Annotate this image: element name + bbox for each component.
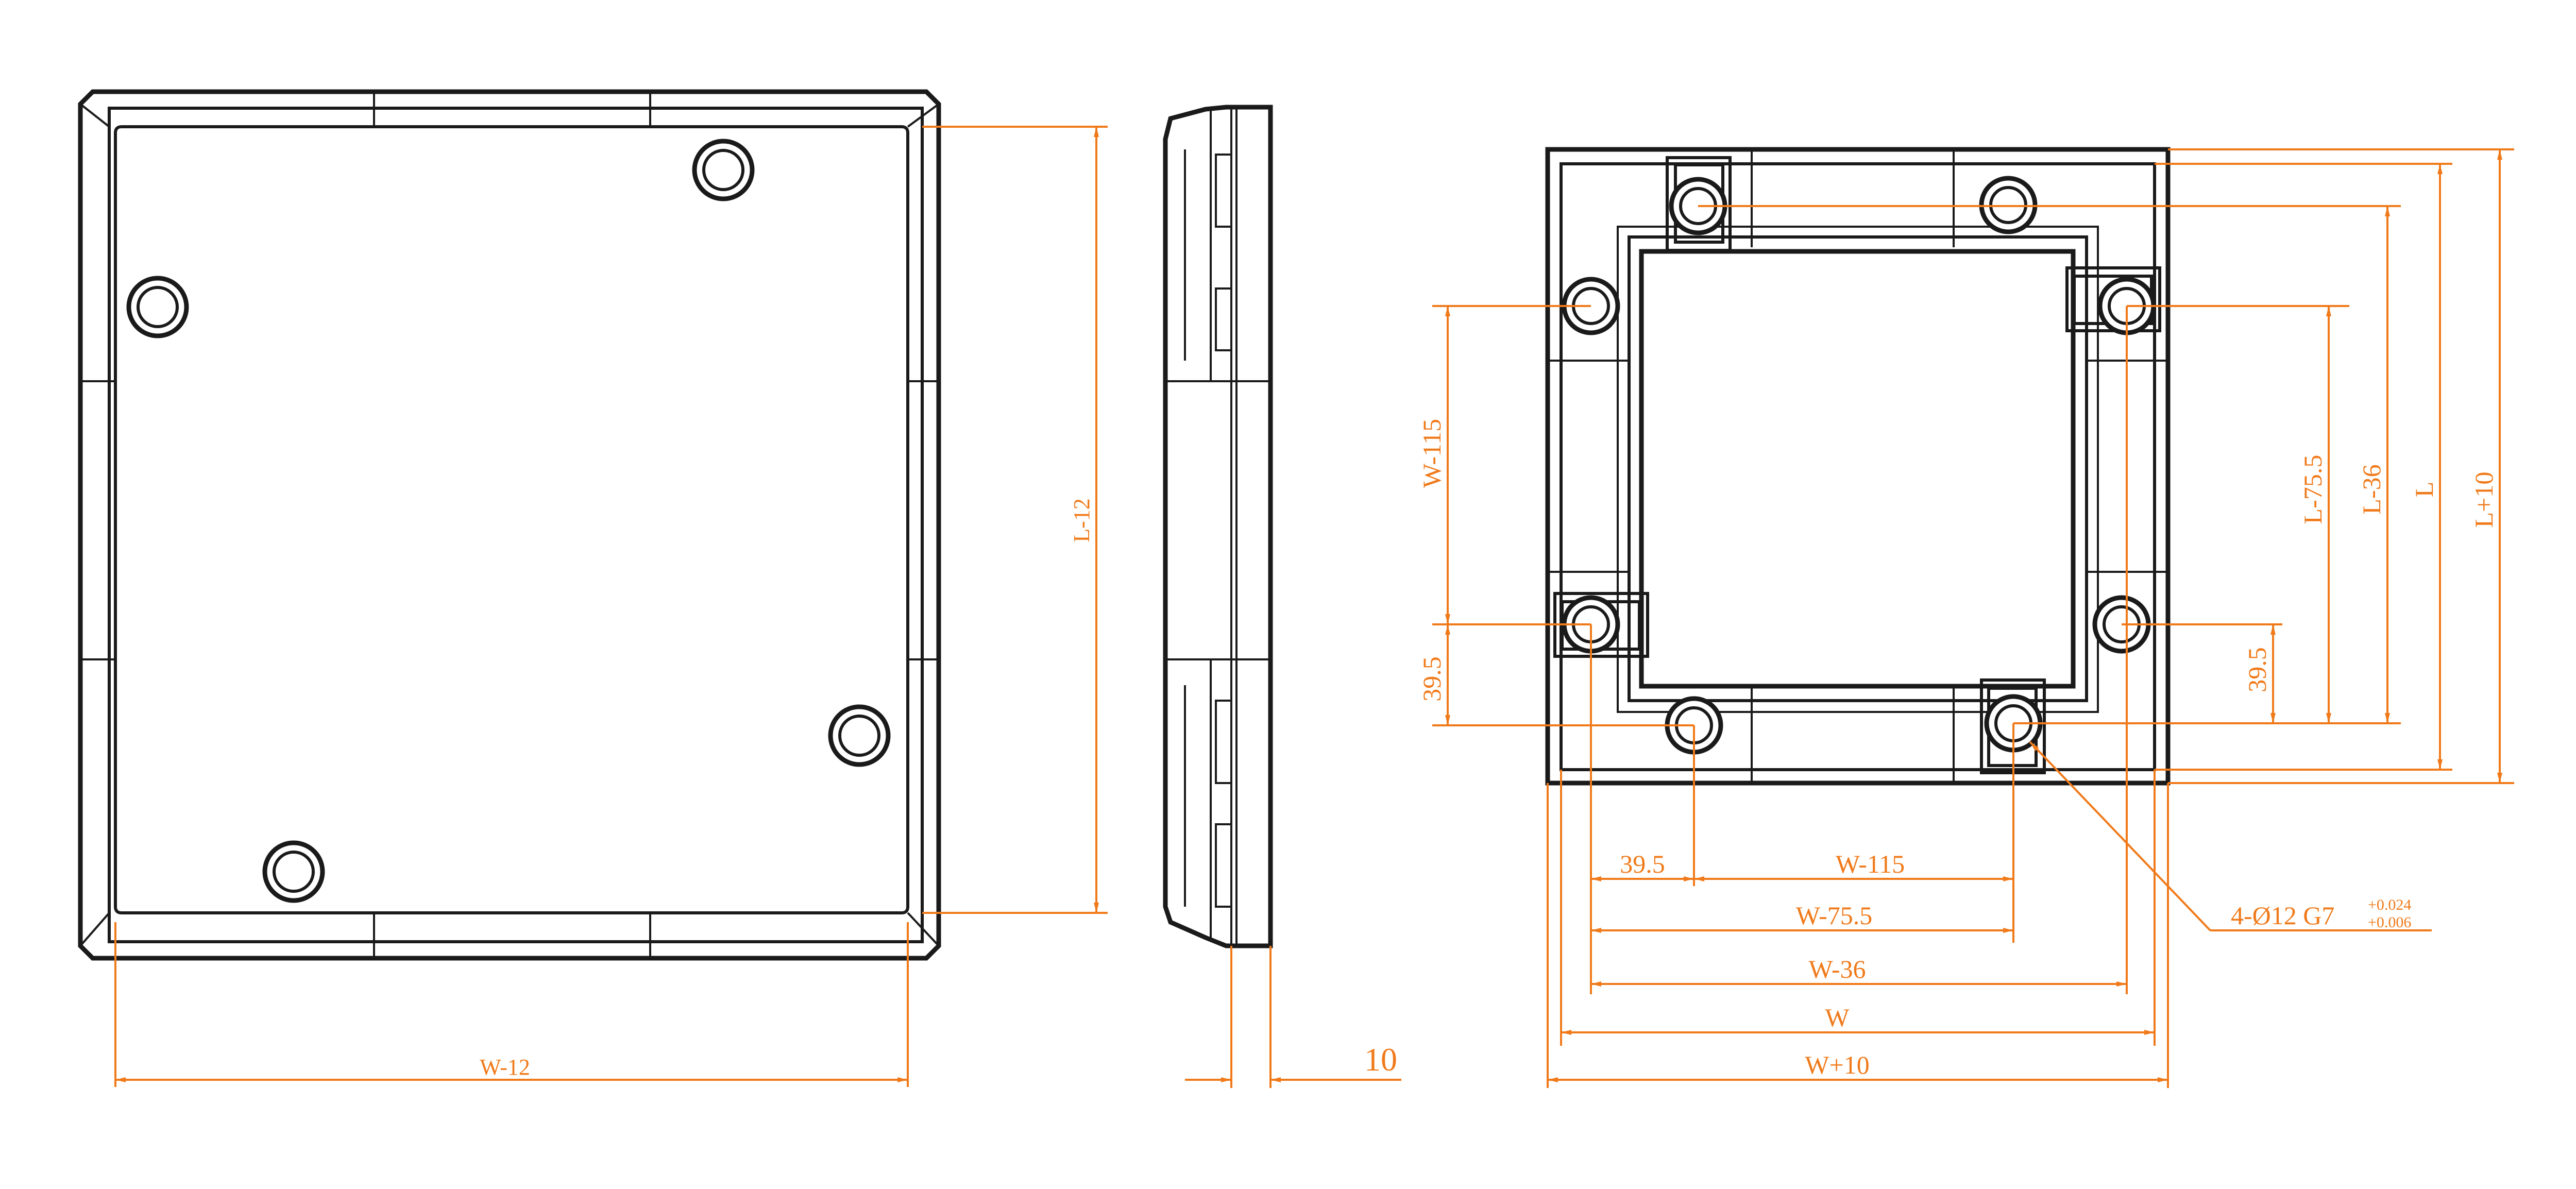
back-step-frame xyxy=(1628,235,2088,702)
back-center-window xyxy=(1639,249,2076,689)
back-right-dimensions: 39.5 L-75.5 L-36 L L+10 xyxy=(2243,149,2502,783)
hole-callout-main: 4-Ø12 G7 xyxy=(2231,901,2334,930)
back-inner-frame xyxy=(1560,162,2156,771)
back-right-label-2: L-36 xyxy=(2357,464,2386,514)
back-left-dimension: W-115 39.5 xyxy=(1417,306,1450,725)
back-bottom-dimensions: 39.5 W-115 W-75.5 W-36 W W+10 xyxy=(1548,850,2168,1082)
hole-callout: 4-Ø12 G7 +0.024 +0.006 xyxy=(2029,741,2432,931)
side-outline xyxy=(1163,105,1273,948)
back-recess-outline xyxy=(1617,226,2099,713)
front-width-label: W-12 xyxy=(480,1055,530,1080)
back-right-small-label: 39.5 xyxy=(2243,647,2272,692)
back-bottom-label-4: W xyxy=(1825,1003,1850,1032)
back-left-vertical-label: W-115 xyxy=(1417,419,1446,488)
front-inner-panel xyxy=(114,125,909,914)
back-right-label-4: L+10 xyxy=(2469,472,2498,528)
back-bottom-label-1: W-115 xyxy=(1836,850,1905,878)
front-hole-1 xyxy=(692,139,755,201)
front-hole-4 xyxy=(262,840,325,903)
back-view: W-115 39.5 39.5 L-75.5 L-36 L L+10 39.5 … xyxy=(1417,147,2514,1088)
front-height-dimension: L-12 xyxy=(922,126,1108,914)
back-bottom-small-label: 39.5 xyxy=(1620,850,1665,878)
front-frame-joints xyxy=(80,92,939,958)
front-corner-lines xyxy=(79,103,940,947)
back-bottom-label-5: W+10 xyxy=(1805,1050,1869,1079)
back-bottom-label-2: W-75.5 xyxy=(1796,901,1873,930)
back-frame-segments xyxy=(1548,149,2168,783)
back-left-small-label: 39.5 xyxy=(1417,656,1446,702)
side-details xyxy=(1165,107,1270,946)
front-view: W-12 L-12 xyxy=(78,89,1108,1087)
front-outer-frame xyxy=(78,89,941,961)
back-bottom-label-3: W-36 xyxy=(1808,955,1866,983)
back-extension-lines xyxy=(1432,148,2514,1088)
side-thickness-dimension: 10 xyxy=(1185,946,1401,1088)
back-right-label-3: L xyxy=(2410,482,2438,498)
side-thickness-label: 10 xyxy=(1364,1041,1397,1078)
front-width-dimension: W-12 xyxy=(114,922,909,1087)
side-view: 10 xyxy=(1163,105,1401,1088)
front-height-label: L-12 xyxy=(1069,498,1094,542)
front-hole-3 xyxy=(828,704,891,767)
front-bevel xyxy=(108,107,924,943)
hole-callout-tol-lower: +0.006 xyxy=(2368,914,2411,931)
front-hole-2 xyxy=(126,276,189,338)
back-right-label-1: L-75.5 xyxy=(2298,455,2327,524)
hole-callout-tol-upper: +0.024 xyxy=(2368,896,2411,913)
